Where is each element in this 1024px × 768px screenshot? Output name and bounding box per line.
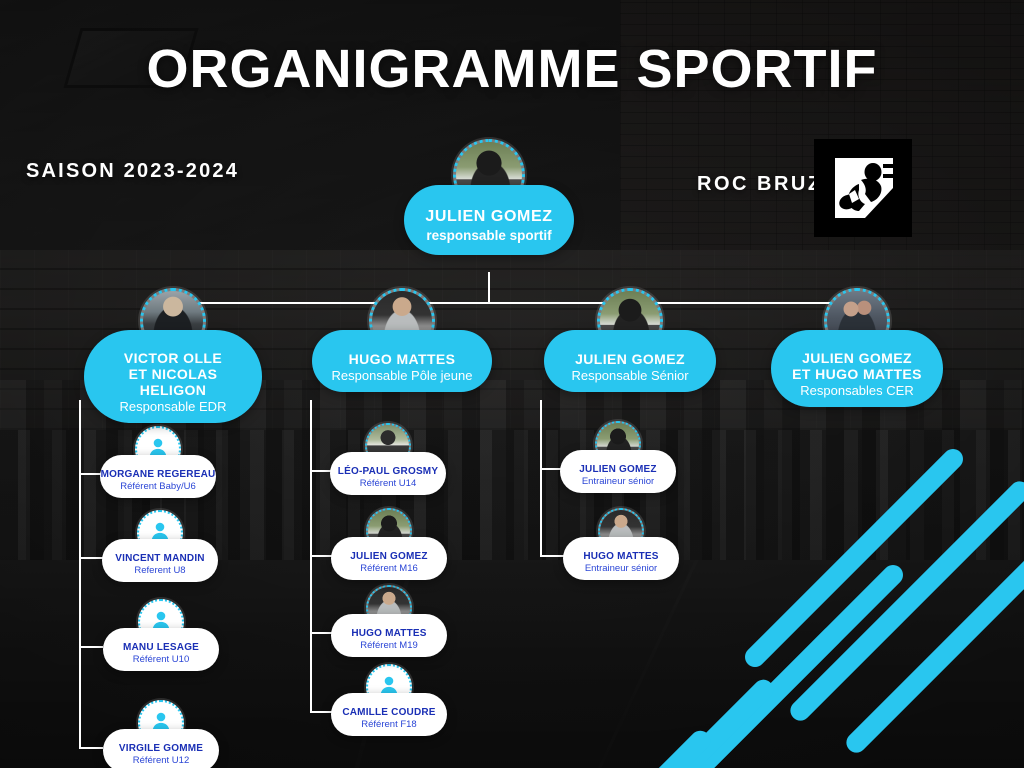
node-responsable-sportif[interactable]: JULIEN GOMEZ responsable sportif [404, 139, 574, 255]
node-responsable-pole-jeune[interactable]: HUGO MATTES Responsable Pôle jeune [312, 288, 492, 392]
person-name-line1: VICTOR OLLE [123, 350, 223, 366]
person-role: Référent M16 [360, 562, 418, 574]
connector-edr-stub-3 [79, 646, 103, 648]
avatar-julien-gomez [366, 508, 412, 554]
node-referent-m19[interactable]: HUGO MATTES Référent M19 [331, 585, 447, 657]
card-referent[interactable]: JULIEN GOMEZ Référent M16 [331, 537, 447, 580]
card-referent[interactable]: VIRGILE GOMME Référent U12 [103, 729, 219, 768]
person-role: Référent Baby/U6 [120, 480, 196, 492]
person-role: Référent U10 [132, 653, 190, 665]
connector-edr-spine [79, 400, 81, 747]
person-name-line1: JULIEN GOMEZ [802, 350, 912, 366]
connector-senior-spine [540, 400, 542, 555]
person-role: Référent U14 [359, 477, 417, 489]
person-role: Referent U8 [134, 564, 186, 576]
card-responsable-senior[interactable]: JULIEN GOMEZ Responsable Sénior [544, 330, 716, 392]
connector-senior-stub-2 [540, 555, 564, 557]
person-name: JULIEN GOMEZ [579, 464, 657, 475]
person-name-line2: ET NICOLAS HELIGON [128, 366, 218, 399]
node-responsable-senior[interactable]: JULIEN GOMEZ Responsable Sénior [544, 288, 716, 392]
connector-top-vertical [488, 272, 490, 304]
person-role: Entraineur sénior [584, 562, 658, 574]
connector-pole-stub-1 [310, 470, 334, 472]
connector-edr-stub-2 [79, 557, 103, 559]
person-role: Référent M19 [360, 639, 418, 651]
connector-senior-stub-1 [540, 468, 564, 470]
card-entraineur[interactable]: JULIEN GOMEZ Entraineur sénior [560, 450, 676, 493]
card-responsable-edr[interactable]: VICTOR OLLE ET NICOLAS HELIGON Responsab… [84, 330, 262, 423]
node-entraineur-senior-1[interactable]: JULIEN GOMEZ Entraineur sénior [560, 421, 676, 493]
node-referent-m16[interactable]: JULIEN GOMEZ Référent M16 [331, 508, 447, 580]
person-name-line1: JULIEN GOMEZ [575, 350, 685, 367]
connector-edr-stub-1 [79, 473, 103, 475]
node-referent-baby-u6[interactable]: MORGANE REGEREAU Référent Baby/U6 [100, 426, 216, 498]
node-responsable-edr[interactable]: VICTOR OLLE ET NICOLAS HELIGON Responsab… [84, 288, 262, 423]
person-name: JULIEN GOMEZ [425, 207, 553, 225]
connector-pole-stub-2 [310, 555, 334, 557]
connector-edr-stub-4 [79, 747, 103, 749]
card-referent[interactable]: VINCENT MANDIN Referent U8 [102, 539, 218, 582]
person-role: Responsable EDR [119, 399, 227, 415]
node-entraineur-senior-2[interactable]: HUGO MATTES Entraineur sénior [563, 508, 679, 580]
club-name-label: ROC BRUZ [697, 173, 823, 195]
person-role: Référent U12 [132, 754, 190, 766]
node-referent-u8[interactable]: VINCENT MANDIN Referent U8 [102, 510, 218, 582]
person-name: VINCENT MANDIN [115, 553, 205, 564]
node-referent-u12[interactable]: VIRGILE GOMME Référent U12 [103, 700, 219, 768]
person-name: VIRGILE GOMME [118, 743, 204, 754]
card-referent[interactable]: MANU LESAGE Référent U10 [103, 628, 219, 671]
person-name: LÉO-PAUL GROSMY [337, 466, 439, 477]
connector-pole-stub-4 [310, 711, 334, 713]
person-role: Référent F18 [361, 718, 417, 730]
card-referent[interactable]: CAMILLE COUDRE Référent F18 [331, 693, 447, 736]
person-role: responsable sportif [426, 228, 552, 244]
connector-level2-bus [172, 302, 852, 304]
person-role: Responsables CER [800, 383, 914, 399]
person-role: Responsable Sénior [571, 367, 689, 383]
person-name-line1: HUGO MATTES [348, 350, 456, 367]
person-name: MANU LESAGE [122, 642, 200, 653]
person-name: CAMILLE COUDRE [342, 707, 436, 718]
node-referent-u10[interactable]: MANU LESAGE Référent U10 [103, 599, 219, 671]
card-responsable-pole-jeune[interactable]: HUGO MATTES Responsable Pôle jeune [312, 330, 492, 392]
connector-pole-stub-3 [310, 632, 334, 634]
page-title: ORGANIGRAMME SPORTIF [146, 39, 878, 99]
person-name-line2: ET HUGO MATTES [792, 366, 922, 383]
club-logo [814, 139, 912, 237]
person-name: MORGANE REGEREAU [100, 469, 216, 480]
person-name: HUGO MATTES [583, 551, 659, 562]
person-name: HUGO MATTES [351, 628, 427, 639]
node-referent-f18[interactable]: CAMILLE COUDRE Référent F18 [331, 664, 447, 736]
node-referent-u14[interactable]: LÉO-PAUL GROSMY Référent U14 [330, 423, 446, 495]
person-name: JULIEN GOMEZ [350, 551, 428, 562]
person-role: Responsable Pôle jeune [331, 367, 473, 383]
card-responsables-cer[interactable]: JULIEN GOMEZ ET HUGO MATTES Responsables… [771, 330, 943, 407]
card-referent[interactable]: MORGANE REGEREAU Référent Baby/U6 [100, 455, 216, 498]
card-referent[interactable]: HUGO MATTES Référent M19 [331, 614, 447, 657]
card-referent[interactable]: LÉO-PAUL GROSMY Référent U14 [330, 452, 446, 495]
season-label: SAISON 2023-2024 [26, 160, 240, 182]
node-responsables-cer[interactable]: JULIEN GOMEZ ET HUGO MATTES Responsables… [771, 288, 943, 407]
person-role: Entraineur sénior [581, 475, 655, 487]
card-entraineur[interactable]: HUGO MATTES Entraineur sénior [563, 537, 679, 580]
card-responsable-sportif[interactable]: JULIEN GOMEZ responsable sportif [404, 185, 574, 255]
